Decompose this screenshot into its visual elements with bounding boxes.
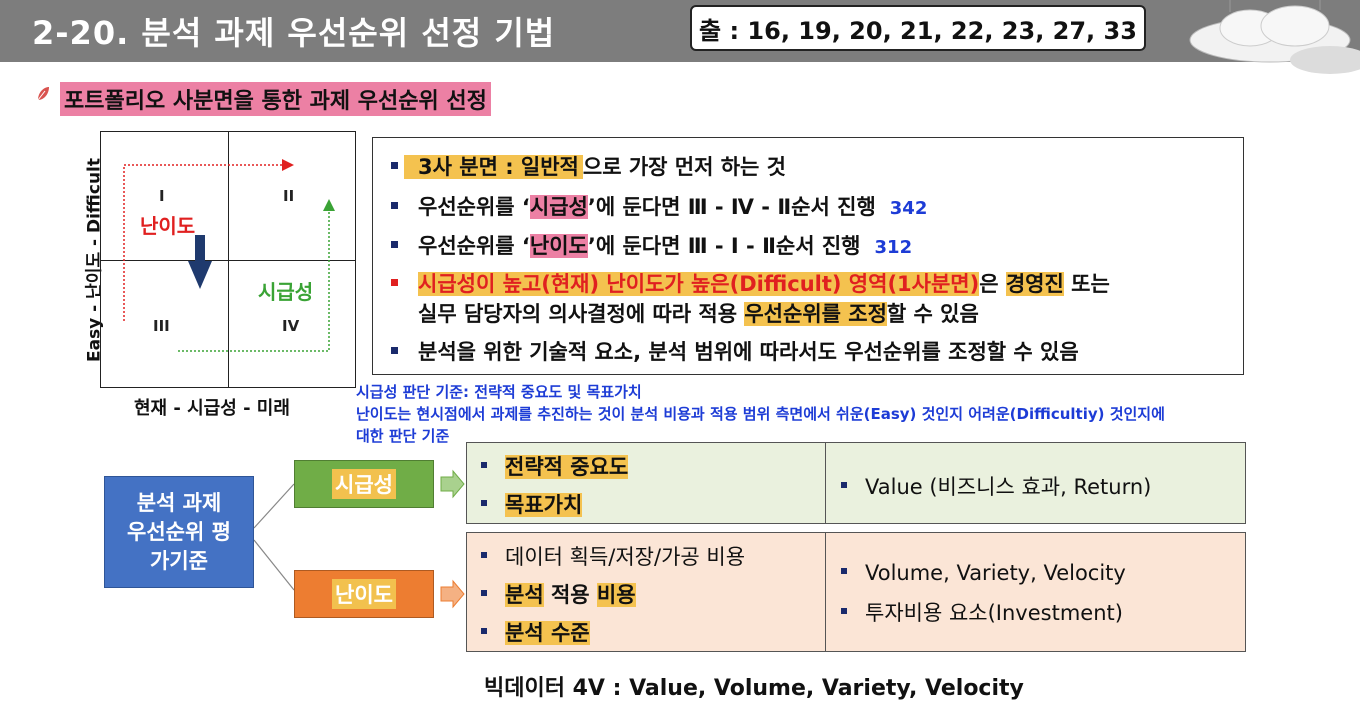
bullet-4-line2-post: 할 수 있음 <box>886 302 979 326</box>
main-box-line-1: 분석 과제 <box>136 490 222 515</box>
table-divider <box>825 443 826 523</box>
t1-left-2: 목표가치 <box>505 493 583 517</box>
t1-left-1: 전략적 중요도 <box>505 455 629 479</box>
t2-left-3: 분석 수준 <box>505 621 590 645</box>
bullet-1-highlight: 3사 분면 : 일반적 <box>404 155 583 179</box>
difficulty-table: 데이터 획득/저장/가공 비용 분석 적용 비용 분석 수준 Volume, V… <box>466 532 1246 652</box>
leaf-icon <box>37 87 49 101</box>
cloud-icon <box>1189 0 1360 74</box>
green-dotted-arrow <box>178 211 330 352</box>
bullet-2-pre: 우선순위를 ‘ <box>418 195 530 219</box>
bullet-4-line2-pre: 실무 담당자의 의사결정에 따라 적용 <box>418 302 745 326</box>
bullet-square <box>391 346 398 354</box>
red-dotted-arrow <box>123 164 282 321</box>
difficulty-box: 난이도 <box>294 570 434 618</box>
quadrant-matrix: I II III IV <box>100 131 356 388</box>
bullet-row-4-line-2: 실무 담당자의 의사결정에 따라 적용 우선순위를 조정할 수 있음 <box>418 298 979 328</box>
bullet-square <box>391 161 398 169</box>
bullet-square <box>391 240 398 248</box>
t2-right-1: Volume, Variety, Velocity <box>865 561 1126 585</box>
bullet-4-mid: 은 <box>979 272 1006 296</box>
bullet-3-pre: 우선순위를 ‘ <box>418 234 530 258</box>
table-row: 분석 적용 비용 <box>481 579 636 609</box>
diagram-connectors <box>253 469 465 609</box>
quadrant-2-label: II <box>283 187 295 205</box>
urgency-box-label: 시급성 <box>332 469 396 499</box>
table-row: 분석 수준 <box>481 617 590 647</box>
t2-left-2c: 비용 <box>596 583 636 607</box>
x-axis-label: 현재 - 시급성 - 미래 <box>134 398 290 419</box>
t2-left-2b: 적용 <box>543 583 597 607</box>
bullet-square <box>841 568 847 574</box>
table-row: 투자비용 요소(Investment) <box>841 597 1123 627</box>
bullet-4-post: 또는 <box>1063 272 1110 296</box>
bullet-square <box>481 628 487 634</box>
table-row: 전략적 중요도 <box>481 451 629 481</box>
matrix-divider-vertical <box>228 132 229 387</box>
bullet-2-highlight: 시급성 <box>529 195 588 219</box>
urgency-label: 시급성 <box>258 280 314 304</box>
green-arrowhead <box>323 199 335 211</box>
t2-right-2: 투자비용 요소(Investment) <box>865 601 1123 625</box>
table-row: 데이터 획득/저장/가공 비용 <box>481 541 745 571</box>
note-line-3: 대한 판단 기준 <box>356 427 450 445</box>
bullet-square <box>481 500 487 506</box>
matrix-arrows <box>123 159 335 352</box>
down-arrowhead <box>188 261 212 289</box>
green-right-arrow <box>440 469 465 499</box>
bullet-3-post: ’에 둔다면 Ⅲ - Ⅰ - Ⅱ순서 진행 <box>587 234 861 258</box>
t1-right: Value (비즈니스 효과, Return) <box>865 475 1152 499</box>
main-box-line-2: 우선순위 평 <box>127 519 231 544</box>
red-arrowhead <box>282 159 294 171</box>
t2-left-2a: 분석 <box>505 583 544 607</box>
bullet-square <box>391 201 398 209</box>
bullet-row-2: 우선순위를 ‘시급성’에 둔다면 Ⅲ - Ⅳ - Ⅱ순서 진행 342 <box>391 191 927 221</box>
bullet-1-text: 으로 가장 먼저 하는 것 <box>582 155 786 179</box>
bullet-2-post: ’에 둔다면 Ⅲ - Ⅳ - Ⅱ순서 진행 <box>587 195 876 219</box>
quadrant-3-label: III <box>153 317 170 335</box>
bullet-row-3: 우선순위를 ‘난이도’에 둔다면 Ⅲ - Ⅰ - Ⅱ순서 진행 312 <box>391 230 912 260</box>
bullet-3-highlight: 난이도 <box>529 234 588 258</box>
difficulty-label: 난이도 <box>140 214 196 238</box>
note-line-2: 난이도는 현시점에서 과제를 추진하는 것이 분석 비용과 적용 범위 측면에서… <box>356 405 1165 423</box>
table-row: 목표가치 <box>481 489 583 519</box>
urgency-box: 시급성 <box>294 460 434 508</box>
table-row: Volume, Variety, Velocity <box>841 561 1126 585</box>
bullet-square <box>481 462 487 468</box>
bullet-square <box>481 590 487 596</box>
t2-left-1: 데이터 획득/저장/가공 비용 <box>505 545 746 569</box>
page-title: 2-20. 분석 과제 우선순위 선정 기법 <box>32 14 556 52</box>
bullet-4-line2-highlight: 우선순위를 조정 <box>744 302 887 326</box>
main-box-line-3: 가기준 <box>150 548 208 573</box>
footer-caption: 빅데이터 4V : Value, Volume, Variety, Veloci… <box>484 676 1024 701</box>
bullet-square <box>841 482 847 488</box>
quadrant-4-label: IV <box>282 317 300 335</box>
quadrant-1-label: I <box>159 187 165 205</box>
reference-text: 출 : 16, 19, 20, 21, 22, 23, 27, 33 <box>699 16 1137 45</box>
bullet-square <box>481 552 487 558</box>
difficulty-box-label: 난이도 <box>332 579 396 609</box>
urgency-table: 전략적 중요도 목표가치 Value (비즈니스 효과, Return) <box>466 442 1246 524</box>
bullet-4-red-text: 시급성이 높고(현재) 난이도가 높은(Difficult) 영역(1사분면) <box>418 272 980 296</box>
matrix-divider-horizontal <box>101 260 355 261</box>
bullet-3-number: 312 <box>874 237 913 258</box>
bullet-row-5: 분석을 위한 기술적 요소, 분석 범위에 따라서도 우선순위를 조정할 수 있… <box>391 336 1079 366</box>
table-divider <box>825 533 826 651</box>
evaluation-criteria-box: 분석 과제 우선순위 평 가기준 <box>104 476 254 588</box>
bullet-row-4: 시급성이 높고(현재) 난이도가 높은(Difficult) 영역(1사분면)은… <box>391 268 1110 298</box>
section-subtitle: 포트폴리오 사분면을 통한 과제 우선순위 선정 <box>60 82 491 116</box>
table-row: Value (비즈니스 효과, Return) <box>841 471 1151 501</box>
bullet-5-text: 분석을 위한 기술적 요소, 분석 범위에 따라서도 우선순위를 조정할 수 있… <box>418 340 1079 364</box>
bullet-4-highlight: 경영진 <box>1005 272 1064 296</box>
bullet-square-red <box>391 278 398 286</box>
note-line-1: 시급성 판단 기준: 전략적 중요도 및 목표가치 <box>356 383 642 401</box>
down-arrow-shaft <box>195 235 205 263</box>
bullet-square <box>841 608 847 614</box>
orange-right-arrow <box>440 579 465 609</box>
bullet-2-number: 342 <box>889 198 928 219</box>
reference-box: 출 : 16, 19, 20, 21, 22, 23, 27, 33 <box>690 5 1146 51</box>
